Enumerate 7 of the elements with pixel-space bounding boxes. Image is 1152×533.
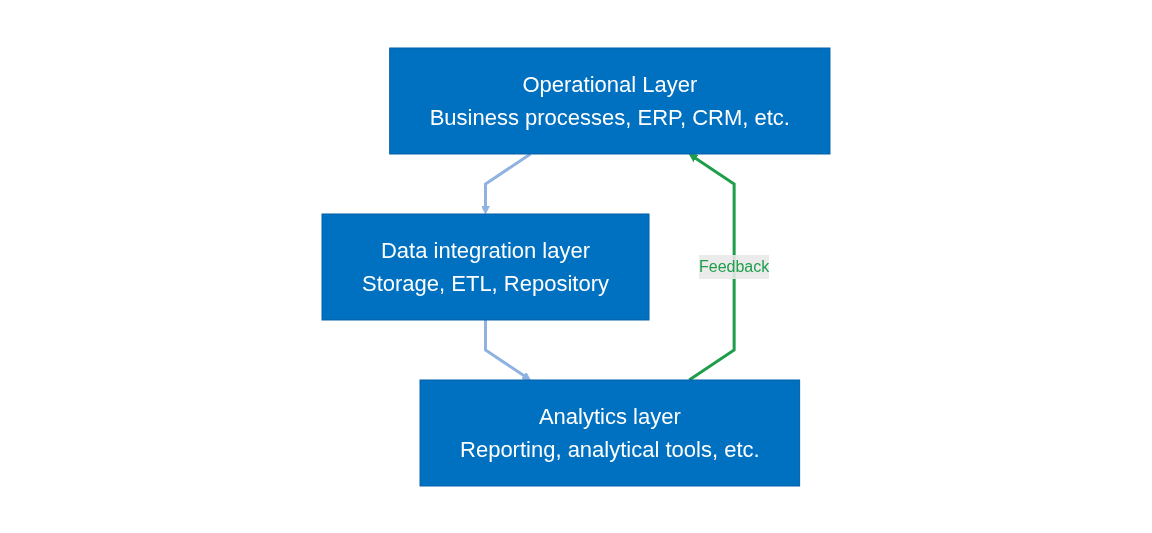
arrow <box>481 152 532 214</box>
node-box: Operational Layer Business processes, ERP, CRM, etc. <box>389 47 831 154</box>
arrow <box>688 153 736 381</box>
node-box: Analytics layer Reporting, analytical tools, etc. <box>419 379 801 486</box>
edge-label: Feedback <box>699 257 770 275</box>
node-box: Data integration layer Storage, ETL, Repository <box>321 213 650 320</box>
arrow <box>484 319 531 380</box>
